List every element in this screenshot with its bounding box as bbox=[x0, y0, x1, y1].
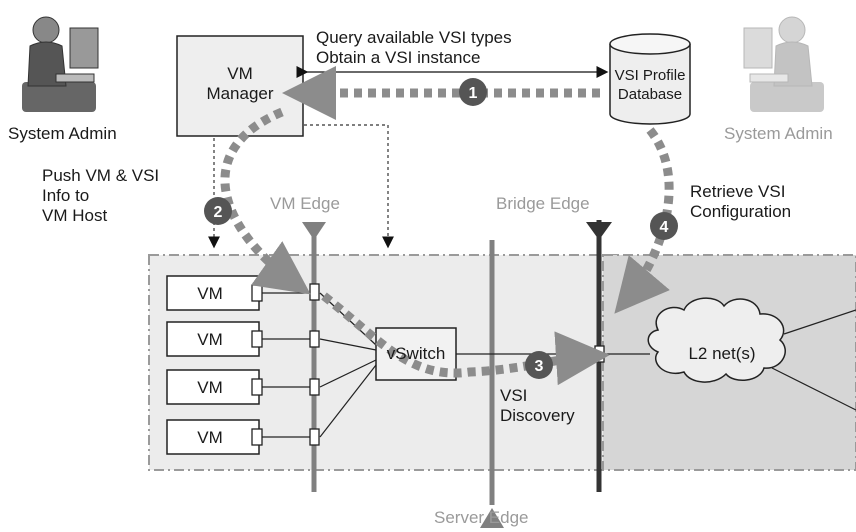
bridge-port bbox=[594, 345, 605, 363]
step-2-marker: 2 bbox=[204, 197, 232, 225]
svg-text:4: 4 bbox=[660, 219, 669, 236]
system-admin-left-icon bbox=[22, 16, 99, 112]
system-admin-left-label: System Admin bbox=[8, 124, 117, 143]
vm-edge-marker bbox=[302, 222, 326, 240]
server-edge-label: Server Edge bbox=[434, 508, 529, 527]
l2-net-label: L2 net(s) bbox=[688, 344, 756, 363]
vm-edge-label: VM Edge bbox=[270, 194, 340, 213]
server-edge-marker bbox=[480, 508, 504, 528]
step-1-marker: 1 bbox=[459, 78, 487, 106]
l2-net-cloud bbox=[647, 297, 786, 383]
vm-edge-ports bbox=[309, 283, 320, 446]
vm-label-1: VM bbox=[197, 284, 223, 303]
vm-box-2 bbox=[166, 321, 263, 357]
vsi-profile-database-icon bbox=[609, 33, 691, 125]
step-3-text: VSI Discovery bbox=[500, 386, 575, 425]
step-4-marker: 4 bbox=[650, 212, 678, 240]
system-admin-right-icon bbox=[743, 16, 824, 112]
system-admin-right-label: System Admin bbox=[724, 124, 833, 143]
step-1-text: Query available VSI types Obtain a VSI i… bbox=[316, 28, 512, 67]
svg-text:3: 3 bbox=[535, 358, 544, 375]
vm-label-3: VM bbox=[197, 378, 223, 397]
vsi-profile-database-label: VSI Profile Database bbox=[614, 67, 686, 103]
vm-box-4 bbox=[166, 419, 263, 455]
bridge-edge-marker bbox=[586, 222, 612, 240]
svg-text:1: 1 bbox=[469, 85, 478, 102]
step-3-marker: 3 bbox=[525, 351, 553, 379]
svg-text:2: 2 bbox=[214, 204, 223, 221]
vm-label-2: VM bbox=[197, 330, 223, 349]
step-4-text: Retrieve VSI Configuration bbox=[690, 182, 792, 221]
vm-box-3 bbox=[166, 369, 263, 405]
bridge-edge-label: Bridge Edge bbox=[496, 194, 590, 213]
vm-label-4: VM bbox=[197, 428, 223, 447]
vm-manager-label: VM Manager bbox=[206, 64, 274, 103]
push-line-right bbox=[304, 124, 394, 249]
step-2-text: Push VM & VSI Info to VM Host bbox=[42, 166, 160, 225]
flow-arrows bbox=[220, 66, 674, 386]
vswitch-label: vSwitch bbox=[386, 344, 446, 363]
